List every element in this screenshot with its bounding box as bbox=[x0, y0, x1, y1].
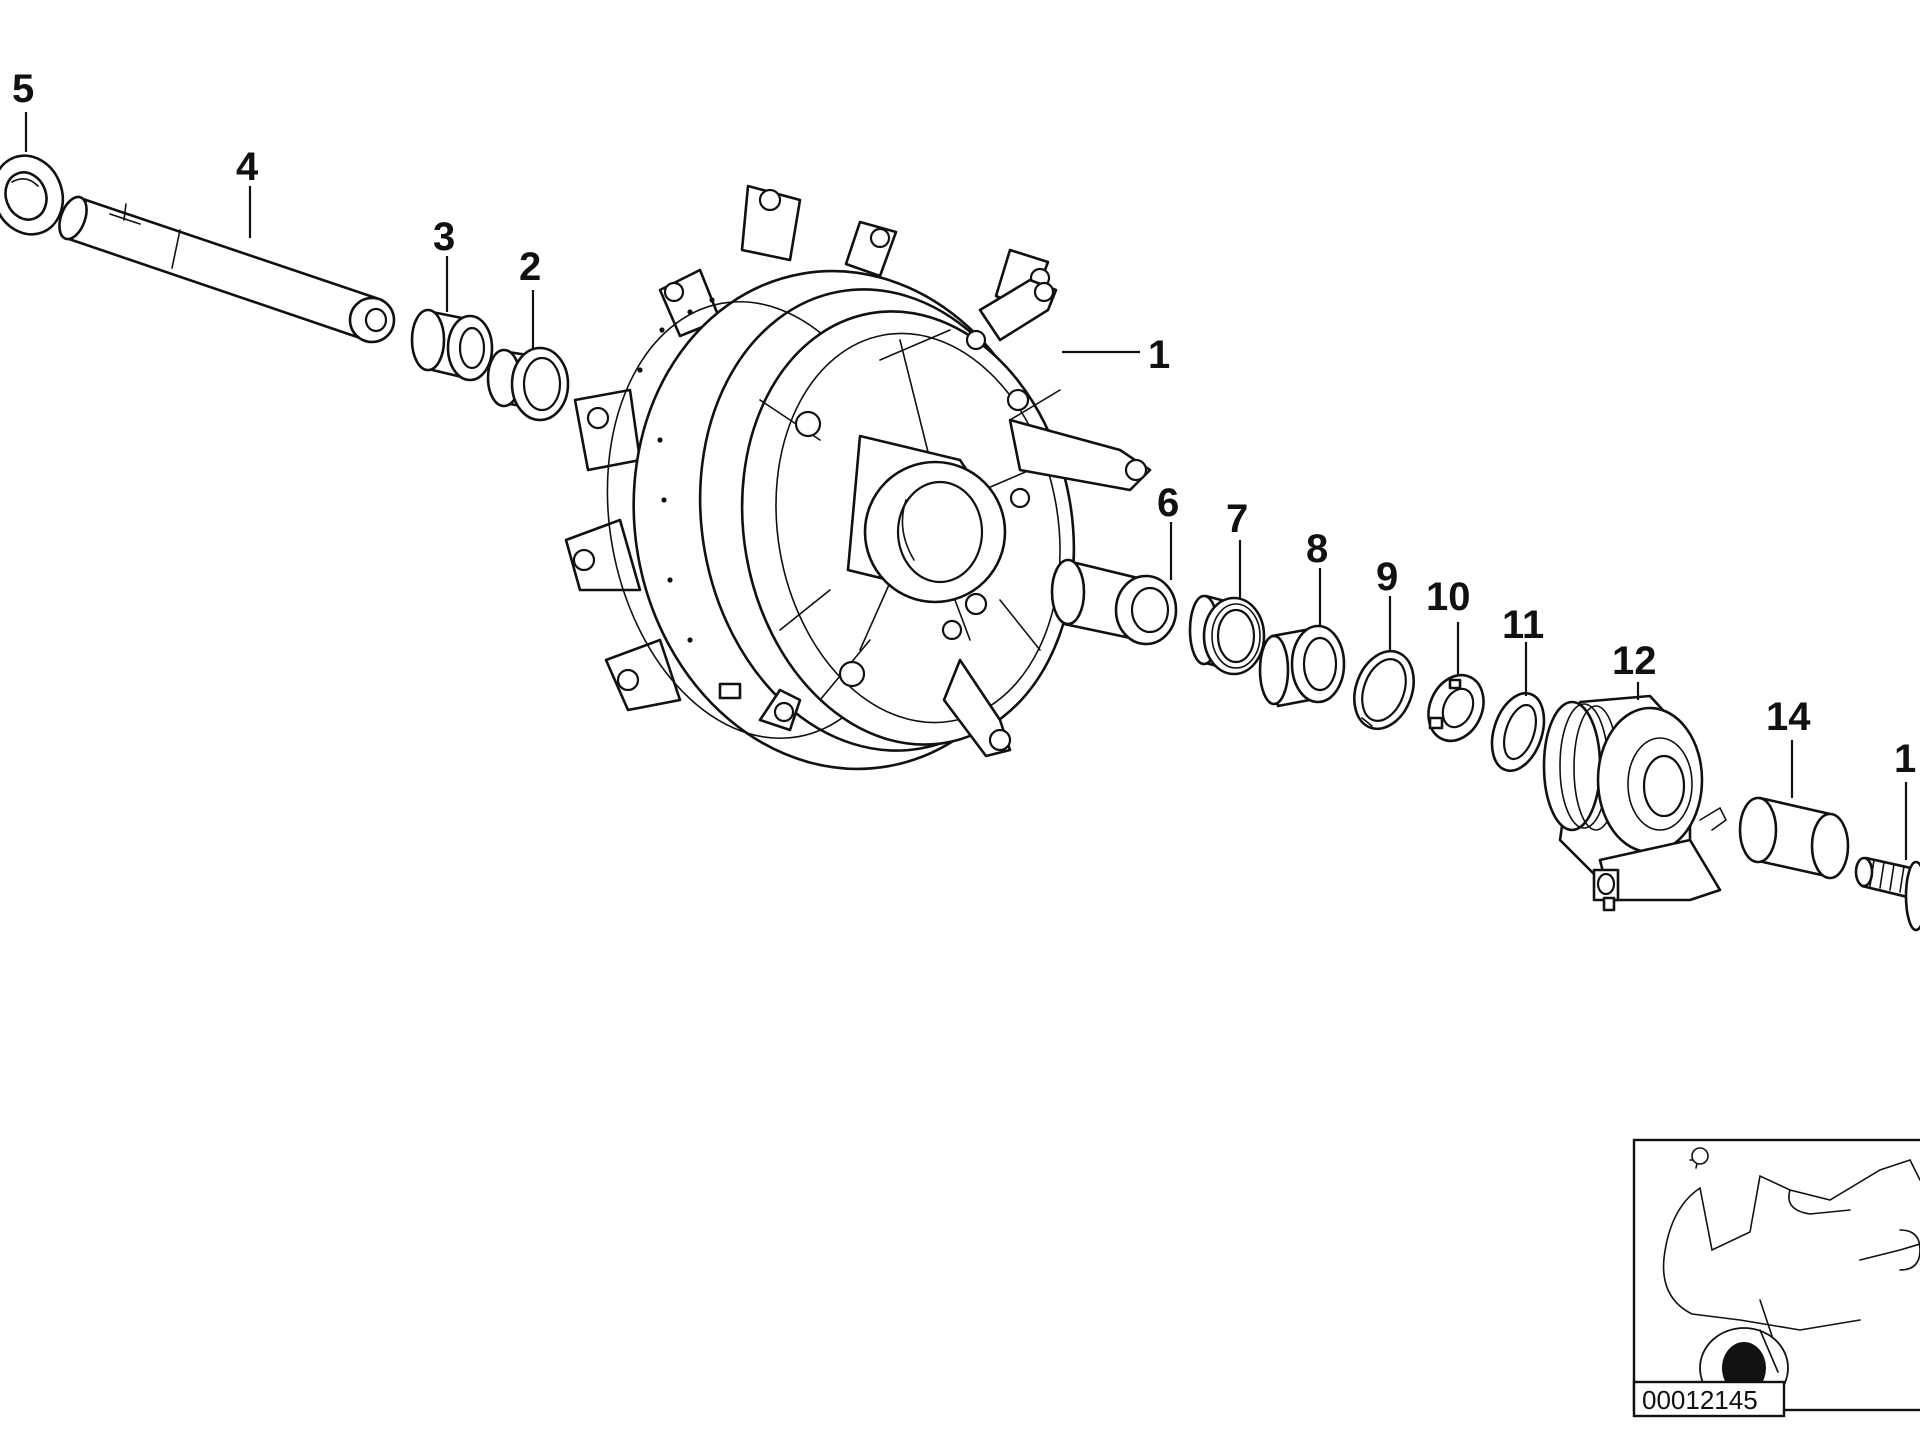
inset-motorcycle-locator bbox=[1632, 1138, 1920, 1412]
label-6: 6 bbox=[1157, 481, 1179, 525]
reference-number: 00012145 bbox=[1642, 1385, 1758, 1415]
label-1: 1 bbox=[1148, 333, 1170, 377]
label-9: 9 bbox=[1376, 555, 1398, 599]
label-12: 12 bbox=[1612, 639, 1657, 683]
label-14: 14 bbox=[1766, 695, 1811, 739]
label-2: 2 bbox=[519, 245, 541, 289]
label-11: 11 bbox=[1502, 603, 1544, 647]
label-15: 1 bbox=[1894, 737, 1916, 781]
part-8-spacer[interactable] bbox=[1258, 624, 1346, 708]
part-4-axle[interactable] bbox=[54, 193, 396, 344]
label-3: 3 bbox=[433, 215, 455, 259]
part-2-seal-ring[interactable] bbox=[486, 346, 570, 422]
part-15-bolt[interactable] bbox=[1854, 856, 1920, 932]
part-9-circlip[interactable] bbox=[1344, 643, 1424, 737]
label-5: 5 bbox=[12, 67, 34, 111]
label-4: 4 bbox=[236, 145, 259, 189]
part-14-spacer-tube[interactable] bbox=[1738, 796, 1850, 880]
reference-number-box: 00012145 bbox=[1632, 1380, 1786, 1418]
part-3-spacer[interactable] bbox=[410, 308, 494, 382]
label-10: 10 bbox=[1426, 575, 1471, 619]
label-8: 8 bbox=[1306, 527, 1328, 571]
part-10-lock-washer[interactable] bbox=[1418, 666, 1493, 749]
label-7: 7 bbox=[1226, 497, 1248, 541]
part-6-sleeve[interactable] bbox=[1050, 558, 1178, 646]
part-5-washer[interactable] bbox=[0, 146, 74, 244]
part-12-speedometer-drive[interactable] bbox=[1542, 694, 1728, 912]
part-11-ring[interactable] bbox=[1483, 687, 1553, 778]
part-7-bearing[interactable] bbox=[1188, 594, 1266, 676]
part-1-wheel-hub[interactable] bbox=[564, 184, 1152, 803]
